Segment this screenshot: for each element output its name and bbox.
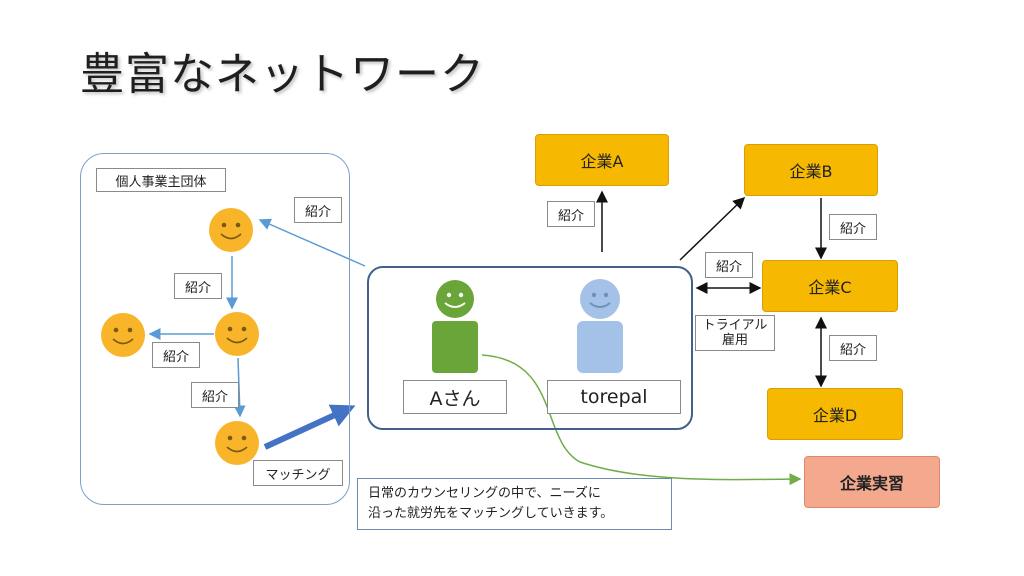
intro-label: 紹介 bbox=[191, 382, 239, 408]
callout-line1: 日常のカウンセリングの中で、ニーズに bbox=[368, 486, 601, 501]
callout-text: 日常のカウンセリングの中で、ニーズに 沿った就労先をマッチングしていきます。 bbox=[357, 478, 672, 530]
arrow-matching bbox=[263, 404, 356, 450]
page-title: 豊富なネットワーク bbox=[80, 49, 485, 100]
intro-label: 紹介 bbox=[829, 214, 877, 240]
arrow-smiley2-to-smiley4 bbox=[233, 357, 246, 418]
matching-label: マッチング bbox=[253, 460, 343, 486]
intro-label: 紹介 bbox=[829, 335, 877, 361]
arrow-to-company-b bbox=[679, 196, 746, 261]
person-a-icon bbox=[432, 280, 478, 373]
arrow-center-to-smiley1 bbox=[258, 218, 366, 267]
trial-label-line1: トライアル bbox=[702, 318, 768, 333]
callout-line2: 沿った就労先をマッチングしていきます。 bbox=[368, 506, 614, 521]
intro-label: 紹介 bbox=[705, 252, 753, 278]
smiley-icon bbox=[215, 421, 259, 465]
center-box bbox=[367, 266, 693, 430]
intro-label: 紹介 bbox=[174, 273, 222, 299]
intro-label: 紹介 bbox=[294, 197, 342, 223]
torepal-icon bbox=[577, 279, 623, 373]
person-a-label: Aさん bbox=[403, 380, 507, 414]
smiley-icon bbox=[209, 208, 253, 252]
smiley-icon bbox=[215, 312, 259, 356]
company-c: 企業C bbox=[762, 260, 898, 312]
company-d: 企業D bbox=[767, 388, 903, 440]
company-b: 企業B bbox=[744, 144, 878, 196]
torepal-label: torepal bbox=[547, 380, 681, 414]
trial-employment-label: トライアル 雇用 bbox=[695, 315, 775, 351]
company-internship: 企業実習 bbox=[804, 456, 940, 508]
arrow-a-to-internship bbox=[481, 354, 802, 486]
trial-label-line2: 雇用 bbox=[721, 333, 748, 348]
smiley-icon bbox=[101, 313, 145, 357]
company-a: 企業A bbox=[535, 134, 669, 186]
group-frame bbox=[80, 153, 350, 505]
group-label: 個人事業主団体 bbox=[96, 168, 226, 192]
intro-label: 紹介 bbox=[152, 342, 200, 368]
intro-label: 紹介 bbox=[547, 201, 595, 227]
